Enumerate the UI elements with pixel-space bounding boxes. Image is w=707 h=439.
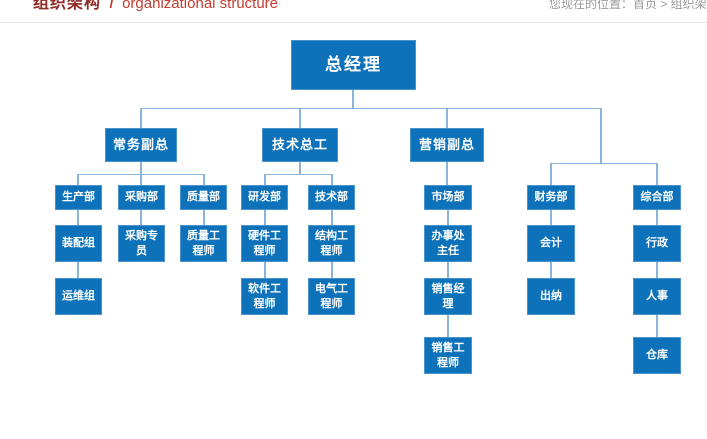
org-node-qe: 质量工 程师	[180, 225, 227, 262]
connector-line	[550, 210, 552, 225]
connector-line	[299, 108, 301, 128]
org-node-buyer: 采购专 员	[118, 225, 165, 262]
org-node-cashier: 出纳	[527, 278, 575, 315]
page-title-zh: 组织架构	[33, 0, 102, 12]
connector-line	[447, 210, 449, 225]
page-header: 组织架构 / organizational structure	[33, 0, 278, 16]
connector-line	[331, 262, 333, 278]
breadcrumb[interactable]: 您现在的位置：首页 > 组织架构	[549, 0, 707, 11]
org-node-general: 综合部	[633, 185, 681, 210]
org-node-rd: 研发部	[241, 185, 288, 210]
org-node-struct: 结构工 程师	[308, 225, 355, 262]
org-node-finance: 财务部	[527, 185, 575, 210]
connector-line	[140, 108, 142, 128]
page-title-en: organizational structure	[122, 0, 279, 12]
page-title-separator: /	[109, 0, 114, 12]
org-node-gm: 总经理	[291, 40, 416, 90]
connector-line	[331, 210, 333, 225]
connector-line	[656, 163, 658, 185]
connector-line	[550, 163, 658, 164]
org-node-sw: 软件工 程师	[241, 278, 288, 315]
connector-line	[264, 210, 266, 225]
org-node-cto: 技术总工	[262, 128, 338, 162]
connector-line	[140, 108, 602, 109]
connector-line	[77, 262, 79, 278]
org-node-tech: 技术部	[308, 185, 355, 210]
connector-line	[656, 210, 658, 225]
connector-line	[550, 163, 552, 185]
connector-line	[447, 262, 449, 278]
connector-line	[656, 262, 658, 278]
org-node-purch: 采购部	[118, 185, 165, 210]
connector-line	[264, 174, 333, 175]
org-node-hr: 人事	[633, 278, 681, 315]
connector-line	[264, 262, 266, 278]
org-node-svp: 营销副总	[410, 128, 484, 162]
connector-line	[140, 162, 142, 174]
connector-line	[77, 210, 79, 225]
org-node-assembly: 装配组	[55, 225, 102, 262]
org-node-ee: 电气工 程师	[308, 278, 355, 315]
connector-line	[446, 162, 448, 185]
connector-line	[140, 174, 142, 185]
org-node-hw: 硬件工 程师	[241, 225, 288, 262]
header-divider	[0, 22, 707, 23]
org-node-market: 市场部	[424, 185, 472, 210]
org-node-admin: 行政	[633, 225, 681, 262]
connector-line	[600, 108, 602, 163]
connector-line	[140, 210, 142, 225]
connector-line	[203, 174, 205, 185]
connector-line	[77, 174, 79, 185]
connector-line	[550, 262, 552, 278]
connector-line	[299, 162, 301, 174]
connector-line	[446, 108, 448, 128]
connector-line	[203, 210, 205, 225]
connector-line	[331, 174, 333, 185]
connector-line	[656, 315, 658, 337]
org-node-saleseng: 销售工 程师	[424, 337, 472, 374]
org-node-warehouse: 仓库	[633, 337, 681, 374]
org-node-office: 办事处 主任	[424, 225, 472, 262]
connector-line	[447, 315, 449, 337]
org-node-prod: 生产部	[55, 185, 102, 210]
connector-line	[264, 174, 266, 185]
org-node-evp: 常务副总	[105, 128, 177, 162]
org-node-ops: 运维组	[55, 278, 102, 315]
org-node-acct: 会计	[527, 225, 575, 262]
connector-line	[352, 90, 354, 108]
org-node-qa: 质量部	[180, 185, 227, 210]
org-node-salesmgr: 销售经 理	[424, 278, 472, 315]
